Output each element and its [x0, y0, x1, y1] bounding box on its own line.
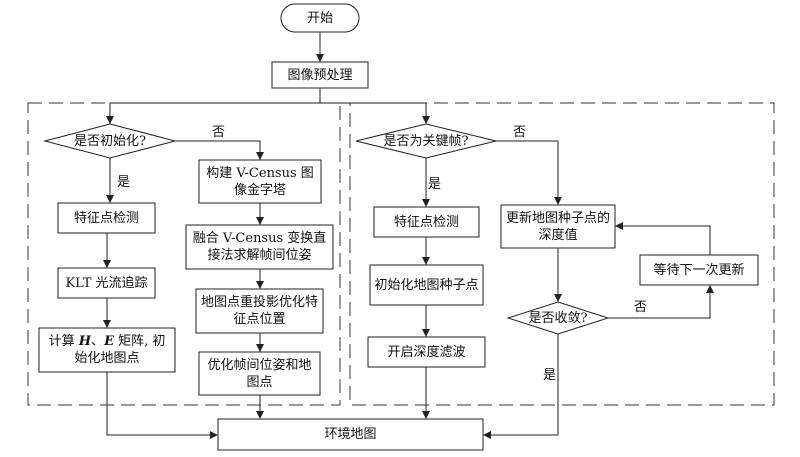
env-map-box	[217, 418, 484, 451]
build-pyramid-box	[198, 159, 322, 204]
right-dashed-region	[349, 102, 775, 406]
env-map-label: 环境地图	[324, 427, 377, 442]
wait-update-label: 等待下一次更新	[653, 262, 745, 278]
klt-box	[57, 267, 156, 299]
start-label: 开始	[306, 10, 333, 26]
depth-filter-box	[367, 336, 486, 368]
init-decision-label: 是否初始化?	[74, 133, 146, 149]
converge-yes-label: 是	[543, 368, 557, 383]
compute-he-box	[38, 327, 176, 373]
keyframe-decision-label: 是否为关键帧?	[383, 133, 469, 149]
init-yes-label: 是	[117, 175, 131, 190]
arrow-compute-to-map	[106, 372, 218, 439]
wait-update-box	[639, 254, 759, 286]
reproject-box	[195, 288, 324, 334]
arrow-converge-yes	[483, 334, 559, 439]
klt-label: KLT 光流追踪	[65, 275, 148, 291]
compute-he-line1: 计算 H、E 矩阵, 初	[48, 334, 166, 349]
arrow-keyframe-no	[496, 140, 562, 205]
preprocess-label: 图像预处理	[287, 67, 353, 83]
init-seeds-label: 初始化地图种子点	[374, 277, 479, 293]
arrow-wait-to-update	[615, 222, 711, 255]
fuse-census-box	[185, 224, 334, 270]
keyframe-yes-label: 是	[428, 177, 442, 192]
optimize-box	[198, 351, 321, 396]
converge-no-label: 否	[634, 300, 648, 315]
arrow-preprocess-to-left	[106, 88, 321, 124]
compute-he-line2: 始化地图点	[74, 351, 140, 366]
arrow-init-no	[175, 140, 264, 160]
fuse-census-label: 融合 V-Census 变换直接法求解帧间位姿	[192, 231, 327, 263]
update-seeds-label: 更新地图种子点的深度值	[505, 210, 610, 243]
left-feature-detect-label: 特征点检测	[73, 210, 139, 226]
compute-he-label: 计算 H、E 矩阵, 初 始化地图点	[39, 328, 175, 372]
build-pyramid-label: 构建 V-Census 图像金字塔	[206, 165, 314, 198]
update-seeds-box	[500, 204, 616, 249]
preprocess-box	[271, 61, 369, 89]
init-no-label: 否	[212, 125, 226, 140]
keyframe-no-label: 否	[513, 125, 527, 140]
reproject-label: 地图点重投影优化特征点位置	[200, 295, 318, 327]
init-seeds-box	[369, 264, 484, 306]
optimize-label: 优化帧间位姿和地图点	[207, 357, 312, 390]
right-feature-detect-box	[373, 206, 480, 238]
arrow-converge-no	[608, 285, 714, 319]
converge-decision-label: 是否收敛?	[528, 310, 588, 326]
depth-filter-label: 开启深度滤波	[387, 344, 466, 360]
arrow-preprocess-to-right	[320, 102, 430, 124]
right-feature-detect-label: 特征点检测	[393, 214, 459, 230]
